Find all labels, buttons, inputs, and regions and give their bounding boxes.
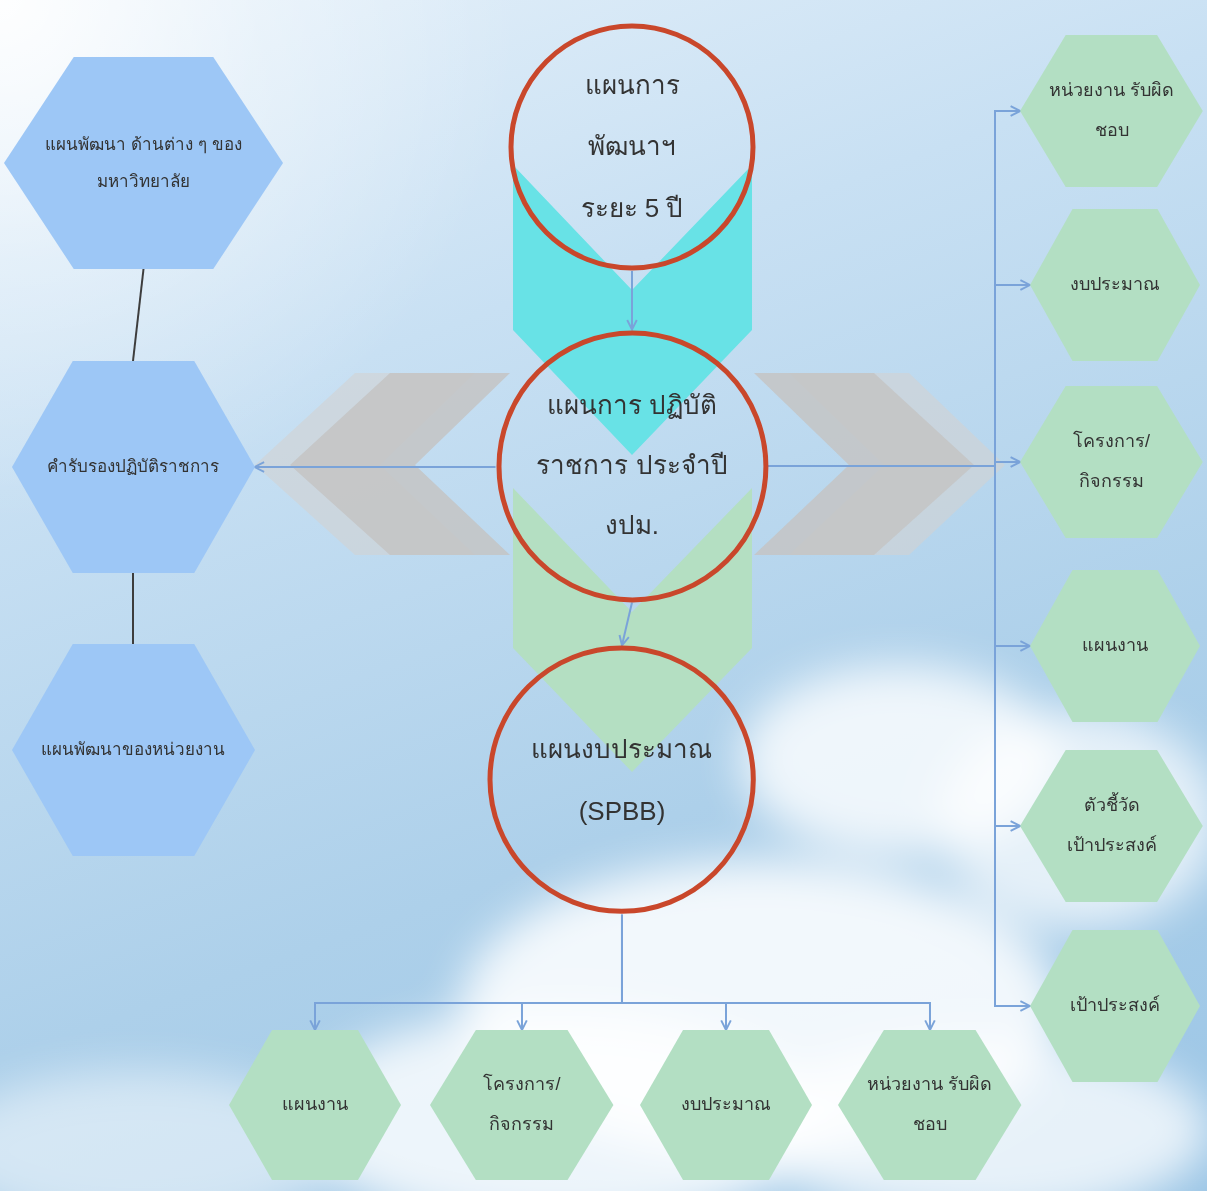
hexagon-fill — [1030, 209, 1200, 361]
connector — [622, 915, 726, 1030]
hexagon-fill — [1030, 930, 1200, 1082]
hex-box: แผนพัฒนา ด้านต่าง ๆ ของมหาวิทยาลัย — [4, 57, 283, 269]
node-label: แผนการ พัฒนาฯ ระยะ 5 ปี — [557, 55, 707, 238]
hex-box: หน่วยงาน รับผิดชอบ — [1020, 35, 1203, 187]
connector — [768, 466, 1020, 826]
connector — [522, 915, 622, 1030]
node-label: แผนการ ปฏิบัติราชการ ประจำปี งปม. — [532, 376, 732, 555]
hexagon-fill — [1020, 35, 1203, 187]
hexagon-fill — [640, 1030, 812, 1180]
hex-box: แผนพัฒนาของหน่วยงาน — [12, 644, 255, 856]
circle-ring — [490, 648, 753, 911]
hex-box: แผนงาน — [229, 1030, 401, 1180]
hexagon-fill — [4, 57, 283, 269]
connector — [768, 466, 1030, 646]
hexagon-shape — [4, 57, 283, 269]
hexagon-fill — [229, 1030, 401, 1180]
plan-circle: แผนงบประมาณ (SPBB) — [487, 645, 756, 914]
hexagon-fill — [1020, 386, 1203, 538]
circle-outline — [487, 645, 756, 914]
hexagon-fill — [430, 1030, 613, 1180]
node-label: แผนพัฒนาของหน่วยงาน — [41, 731, 225, 768]
connector — [132, 573, 134, 644]
node-label: แผนงบประมาณ (SPBB) — [507, 718, 737, 843]
connector — [631, 271, 633, 330]
hexagon-shape — [838, 1030, 1021, 1180]
plan-circle: แผนการ พัฒนาฯ ระยะ 5 ปี — [508, 23, 756, 271]
node-label: หน่วยงาน รับผิดชอบ — [1047, 71, 1177, 150]
node-label: โครงการ/ กิจกรรม — [1047, 422, 1177, 501]
hexagon-shape — [430, 1030, 613, 1180]
node-label: แผนพัฒนา ด้านต่าง ๆ ของมหาวิทยาลัย — [31, 126, 256, 201]
connector — [768, 285, 1030, 466]
hexagon-shape — [1020, 35, 1203, 187]
hexagon-fill — [12, 361, 255, 573]
hex-box: งบประมาณ — [1030, 209, 1200, 361]
node-label: งบประมาณ — [681, 1085, 771, 1125]
cloud — [940, 710, 1207, 930]
node-label: งบประมาณ — [1070, 265, 1160, 305]
connector — [768, 111, 1020, 466]
hex-box: หน่วยงาน รับผิดชอบ — [838, 1030, 1021, 1180]
connector — [315, 915, 622, 1030]
chevron-gray-right — [754, 373, 974, 555]
hexagon-fill — [1020, 750, 1203, 902]
hexagon-shape — [1020, 386, 1203, 538]
node-label: คำรับรองปฏิบัติราชการ — [47, 448, 219, 485]
chevron-gray-left — [290, 373, 510, 555]
node-label: แผนงาน — [282, 1085, 348, 1125]
node-label: แผนงาน — [1082, 626, 1148, 666]
hexagon-fill — [12, 644, 255, 856]
connector — [622, 602, 632, 645]
hex-box: คำรับรองปฏิบัติราชการ — [12, 361, 255, 573]
hexagon-fill — [1030, 570, 1200, 722]
connector — [622, 915, 930, 1030]
circle-ring — [511, 26, 753, 268]
connector — [255, 466, 496, 468]
plan-circle: แผนการ ปฏิบัติราชการ ประจำปี งปม. — [496, 330, 769, 603]
circle-ring — [499, 333, 766, 600]
node-label: หน่วยงาน รับผิดชอบ — [865, 1065, 995, 1144]
hexagon-fill — [838, 1030, 1021, 1180]
hex-box: โครงการ/ กิจกรรม — [430, 1030, 613, 1180]
hex-box: ตัวชี้วัด เป้าประสงค์ — [1020, 750, 1203, 902]
connector — [768, 466, 1030, 1006]
node-label: โครงการ/ กิจกรรม — [457, 1065, 587, 1144]
hex-box: โครงการ/ กิจกรรม — [1020, 386, 1203, 538]
hex-box: เป้าประสงค์ — [1030, 930, 1200, 1082]
node-label: ตัวชี้วัด เป้าประสงค์ — [1047, 786, 1177, 865]
node-label: เป้าประสงค์ — [1070, 986, 1160, 1026]
hex-box: แผนงาน — [1030, 570, 1200, 722]
hexagon-shape — [1020, 750, 1203, 902]
connector — [133, 269, 144, 361]
hex-box: งบประมาณ — [640, 1030, 812, 1180]
clouds — [0, 665, 1207, 1191]
